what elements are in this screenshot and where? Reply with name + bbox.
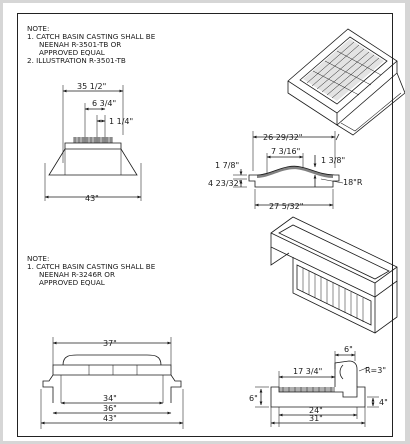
dim-4-23-32: 4 23/32"	[208, 179, 242, 188]
dim-43: 43"	[85, 194, 99, 203]
note-2-item-1-line-3: APPROVED EQUAL	[39, 278, 105, 287]
dim-7-3-16: 7 3/16"	[271, 147, 300, 156]
note-1-title: NOTE:	[27, 24, 49, 33]
note-1-item-1-line-2: NEENAH R-3501-TB OR	[39, 40, 121, 49]
dim-24: 24"	[309, 406, 323, 415]
section-view-2: 6" R=3" 17 3/4" 6" 4" 24" 31"	[249, 345, 388, 427]
dim-26-29-32: 26 29/32"	[263, 133, 302, 142]
dim-6-top: 6"	[344, 345, 353, 354]
dim-43-b: 43"	[103, 414, 117, 423]
dim-6-3-4: 6 3/4"	[92, 99, 116, 108]
dim-35-1-2: 35 1/2"	[77, 82, 106, 91]
note-1-item-1-line-1: 1. CATCH BASIN CASTING SHALL BE	[27, 32, 156, 41]
section-view-1: 26 29/32" 7 3/16" 1 3/8" 1 7/8" 4 23/32"…	[208, 131, 363, 211]
isometric-grate-casting	[287, 28, 405, 136]
front-view-2: 37" 34" 36" 43"	[40, 337, 184, 429]
dim-37: 37"	[103, 339, 117, 348]
detail-drawing: NOTE: 1. CATCH BASIN CASTING SHALL BE NE…	[27, 24, 405, 429]
dim-27-5-32: 27 5/32"	[269, 202, 303, 211]
dim-6-side: 6"	[249, 394, 258, 403]
dim-4: 4"	[379, 398, 388, 407]
isometric-curb-inlet-casting	[270, 216, 398, 334]
dim-1-3-8: 1 3/8"	[321, 156, 345, 165]
drawing-sheet: NOTE: 1. CATCH BASIN CASTING SHALL BE NE…	[3, 3, 405, 441]
dim-18-r: 18"R	[343, 178, 363, 187]
dim-31: 31"	[309, 414, 323, 423]
note-1: NOTE: 1. CATCH BASIN CASTING SHALL BE NE…	[27, 24, 156, 65]
note-1-item-1-line-3: APPROVED EQUAL	[39, 48, 105, 57]
drawing-border	[17, 13, 393, 437]
note-2-item-1-line-1: 1. CATCH BASIN CASTING SHALL BE	[27, 262, 156, 271]
dim-36: 36"	[103, 404, 117, 413]
note-2-title: NOTE:	[27, 254, 49, 263]
note-1-item-2: 2. ILLUSTRATION R-3501-TB	[27, 56, 126, 65]
note-2-item-1-line-2: NEENAH R-3246R OR	[39, 270, 115, 279]
front-view-1: 35 1/2" 6 3/4" 1 1/4" 43"	[44, 82, 142, 203]
dim-34: 34"	[103, 394, 117, 403]
dim-r-3: R=3"	[365, 366, 386, 375]
dim-1-7-8: 1 7/8"	[215, 161, 239, 170]
dim-1-1-4: 1 1/4"	[109, 117, 133, 126]
note-2: NOTE: 1. CATCH BASIN CASTING SHALL BE NE…	[27, 254, 156, 287]
dim-17-3-4: 17 3/4"	[293, 367, 322, 376]
